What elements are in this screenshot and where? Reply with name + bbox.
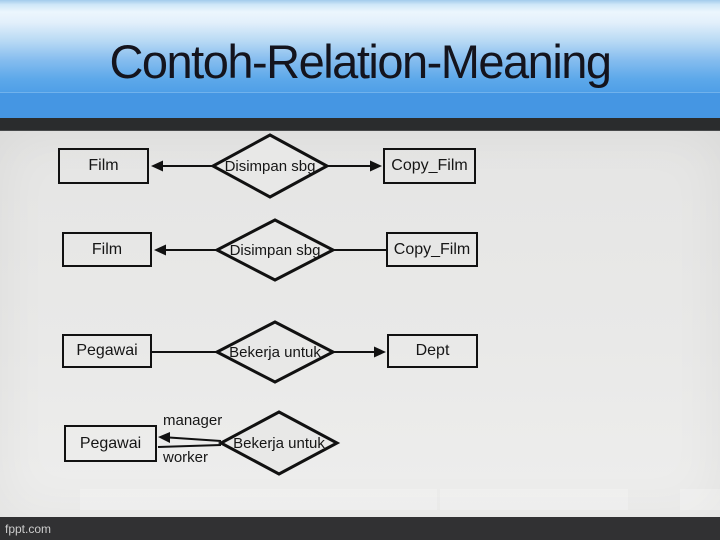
ghost-placeholder [680, 489, 720, 510]
entity-box-film-row1: Film [58, 148, 149, 184]
relation-label-row3: Bekerja untuk [229, 344, 321, 361]
arrowhead-row2-left [154, 244, 166, 256]
arrowhead-row3-right [374, 346, 386, 358]
entity-box-film-row2: Film [62, 232, 152, 267]
relation-diamond-row2 [213, 218, 337, 282]
ghost-placeholder [440, 489, 628, 510]
relation-label-row2: Disimpan sbg [229, 242, 321, 259]
arrowhead-row4-manager [158, 432, 170, 443]
slide-title: Contoh-Relation-Meaning [109, 35, 612, 88]
relation-diamond-row3 [213, 320, 337, 384]
relation-label-row4: Bekerja untuk [233, 435, 325, 452]
arrowhead-row1-left [151, 160, 163, 172]
entity-box-pegawai-row4: Pegawai [64, 425, 157, 462]
relation-label-row1: Disimpan sbg [224, 158, 316, 175]
entity-box-dept-row3: Dept [387, 334, 478, 368]
role-label-manager: manager [163, 412, 223, 429]
ghost-placeholder [80, 489, 437, 510]
entity-box-copyfilm-row2: Copy_Film [386, 232, 478, 267]
watermark-text: fppt.com [5, 521, 52, 536]
header-blue-band [0, 92, 720, 118]
role-label-worker: worker [163, 449, 209, 466]
entity-box-copyfilm-row1: Copy_Film [383, 148, 476, 184]
entity-box-pegawai-row3: Pegawai [62, 334, 152, 368]
header-dark-stripe [0, 118, 720, 131]
connector-row4-manager [168, 436, 222, 442]
footer-bar: fppt.com [0, 517, 720, 540]
header-gradient [0, 0, 720, 92]
slide-content-area [0, 131, 720, 517]
arrowhead-row1-right [370, 160, 382, 172]
connector-row4-worker [157, 444, 222, 448]
relation-diamond-row4 [217, 410, 341, 476]
relation-diamond-row1 [209, 133, 331, 199]
